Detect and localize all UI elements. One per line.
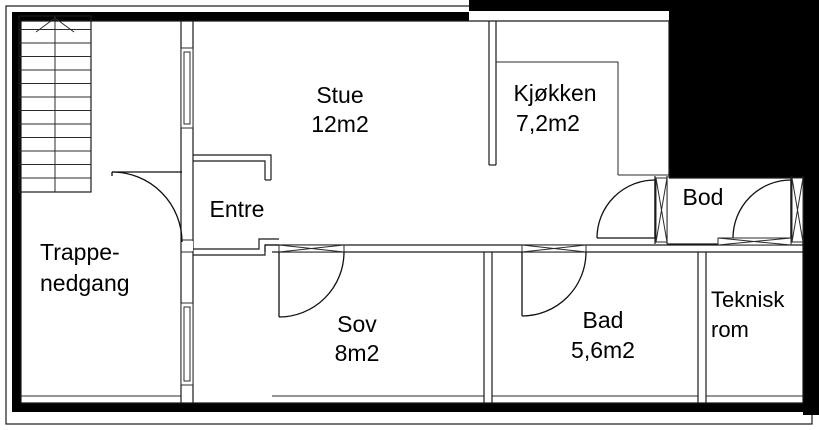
window-west-upper <box>180 47 194 129</box>
bod-door-opening-symbol <box>655 177 668 243</box>
room-label-bod: Bod <box>683 184 724 210</box>
stair-direction-arrow-icon <box>35 17 75 33</box>
room-label-trappe-nedgang: Trappe- <box>40 239 120 265</box>
wall-sov-bad-divider <box>483 252 493 403</box>
room-label-stue: Stue <box>316 82 363 108</box>
room-label-teknisk-rom-cont: rom <box>711 317 749 342</box>
black-region-block <box>469 0 819 415</box>
room-label-bad: Bad <box>583 307 624 333</box>
staircase-up <box>18 15 92 193</box>
room-label-entre: Entre <box>210 196 265 222</box>
window-west-lower <box>180 302 194 386</box>
room-labels: Stue 12m2 Kjøkken 7,2m2 Entre Trappe- ne… <box>40 80 785 366</box>
room-area-bad: 5,6m2 <box>571 337 635 363</box>
kjokken-inner-outline <box>496 61 669 176</box>
wall-vertical-west-interior <box>180 21 194 403</box>
room-area-kjokken: 7,2m2 <box>516 110 580 136</box>
room-area-sov: 8m2 <box>335 340 380 366</box>
room-label-teknisk-rom: Teknisk <box>711 287 785 312</box>
inner-wall-outline <box>20 20 804 404</box>
wall-stue-kjokken <box>488 21 497 166</box>
kjokken-door <box>596 179 656 239</box>
wall-bad-teknisk-divider <box>697 252 707 403</box>
bad-door <box>521 244 587 317</box>
room-label-kjokken: Kjøkken <box>513 80 596 106</box>
teknisk-rom-door <box>717 179 792 246</box>
bod-room-walls <box>654 176 804 245</box>
room-area-stue: 12m2 <box>311 111 369 137</box>
room-label-trappe-nedgang-cont: nedgang <box>40 270 130 296</box>
entre-main-door <box>111 171 183 243</box>
bod-right-opening-symbol <box>791 177 804 243</box>
sov-door <box>278 244 345 318</box>
room-label-sov: Sov <box>337 311 377 337</box>
